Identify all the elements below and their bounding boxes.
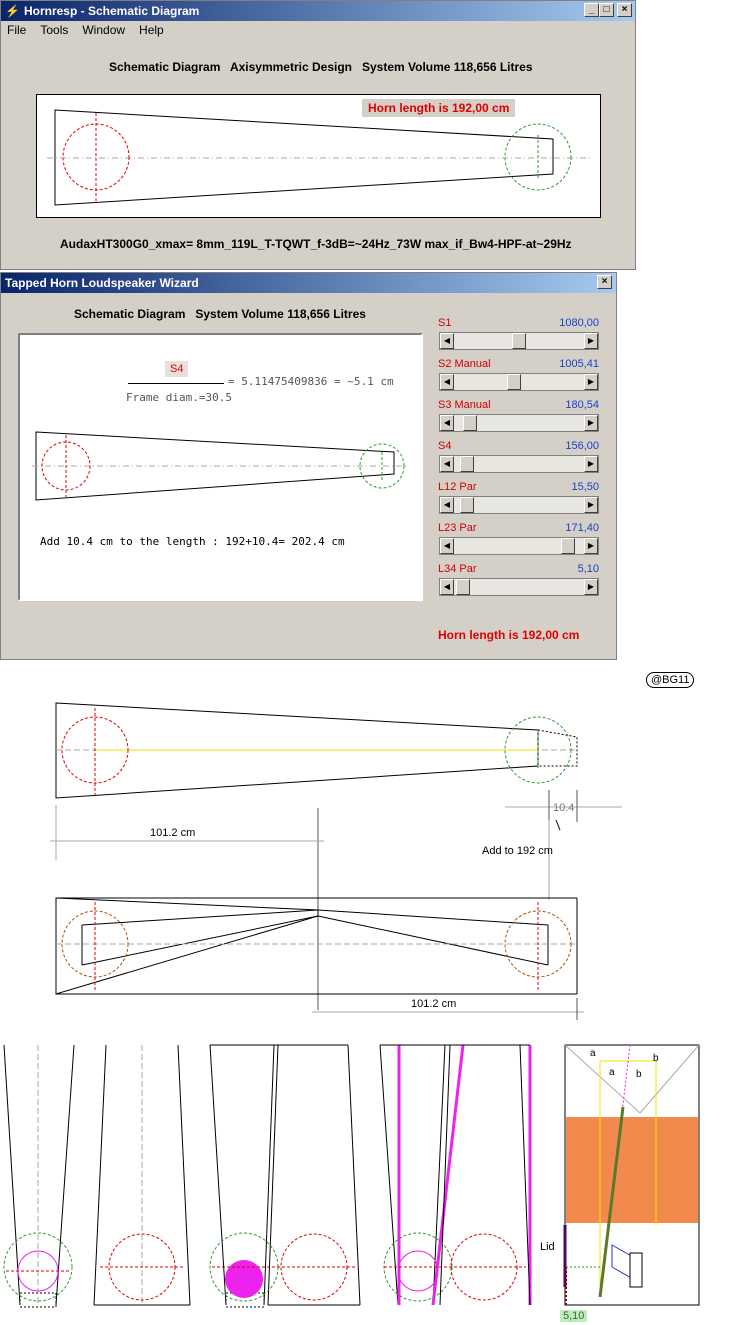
wizard-canvas: S4 = 5.11475409836 = ~5.1 cm Frame diam.… (18, 333, 423, 601)
slider-left-arrow-icon[interactable]: ◀ (440, 538, 454, 554)
label-a2: a (609, 1067, 615, 1078)
slider-l34[interactable]: ◀▶ (439, 578, 599, 596)
slider-right-arrow-icon[interactable]: ▶ (584, 415, 598, 431)
slider-right-arrow-icon[interactable]: ▶ (584, 374, 598, 390)
author-badge: @BG11 (646, 672, 695, 688)
slider-left-arrow-icon[interactable]: ◀ (440, 497, 454, 513)
dim-top-label: 101.2 cm (150, 827, 195, 839)
wizard-header: Schematic Diagram System Volume 118,656 … (74, 307, 366, 321)
slider-thumb[interactable] (507, 374, 521, 390)
slider-s3[interactable]: ◀▶ (439, 414, 599, 432)
slider-left-arrow-icon[interactable]: ◀ (440, 415, 454, 431)
fraction-line (128, 383, 224, 384)
diagram-canvas: Horn length is 192,00 cm (36, 94, 601, 218)
close-button[interactable]: × (617, 3, 632, 17)
slider-right-arrow-icon[interactable]: ▶ (584, 333, 598, 349)
menu-window[interactable]: Window (82, 23, 126, 37)
slider-value-l23: 171,40 (565, 522, 599, 534)
dim-bottom-label: 101.2 cm (411, 998, 456, 1010)
slider-thumb[interactable] (512, 333, 526, 349)
window-title: Hornresp - Schematic Diagram (23, 4, 200, 18)
slider-thumb[interactable] (561, 538, 575, 554)
slider-label-s4: S4 (438, 440, 452, 452)
slider-s4[interactable]: ◀▶ (439, 455, 599, 473)
slider-right-arrow-icon[interactable]: ▶ (584, 456, 598, 472)
add-note-text: Add 10.4 cm to the length : 192+10.4= 20… (40, 535, 345, 548)
formula-text: = 5.11475409836 = ~5.1 cm (228, 375, 394, 388)
wizard-close-button[interactable]: × (597, 275, 612, 289)
slider-value-s3: 180,54 (565, 399, 599, 411)
slider-thumb[interactable] (456, 579, 470, 595)
slider-s2[interactable]: ◀▶ (439, 373, 599, 391)
wizard-horn-length: Horn length is 192,00 cm (438, 628, 580, 642)
lid-label: Lid (540, 1241, 555, 1253)
slider-label-s2: S2 Manual (438, 358, 491, 370)
slider-label-l23: L23 Par (438, 522, 477, 534)
slider-l23[interactable]: ◀▶ (439, 537, 599, 555)
add-to-label: Add to 192 cm (482, 845, 553, 857)
slider-left-arrow-icon[interactable]: ◀ (440, 374, 454, 390)
slider-thumb[interactable] (463, 415, 477, 431)
slider-label-s3: S3 Manual (438, 399, 491, 411)
model-footer: AudaxHT300G0_xmax= 8mm_119L_T-TQWT_f-3dB… (60, 237, 572, 251)
horn-diagram (47, 109, 590, 206)
slider-value-l12: 15,50 (571, 481, 599, 493)
horn-length-badge: Horn length is 192,00 cm (362, 99, 516, 117)
menu-bar: File Tools Window Help (1, 21, 635, 39)
slider-label-l12: L12 Par (438, 481, 477, 493)
wizard-window: Tapped Horn Loudspeaker Wizard × Schemat… (0, 272, 617, 660)
slider-thumb[interactable] (460, 456, 474, 472)
label-b1: b (653, 1053, 659, 1064)
annotation-drawing: 101.2 cm 10.4 Add to 192 cm 101.2 cm (50, 702, 622, 1020)
slider-value-s4: 156,00 (565, 440, 599, 452)
minimize-button[interactable]: _ (584, 3, 599, 17)
menu-file[interactable]: File (7, 23, 27, 37)
menu-tools[interactable]: Tools (40, 23, 69, 37)
slider-right-arrow-icon[interactable]: ▶ (584, 579, 598, 595)
dim-10-4-label: 10.4 (553, 802, 574, 814)
slider-value-s2: 1005,41 (559, 358, 599, 370)
slider-right-arrow-icon[interactable]: ▶ (584, 538, 598, 554)
slider-right-arrow-icon[interactable]: ▶ (584, 497, 598, 513)
slider-value-s1: 1080,00 (559, 317, 599, 329)
frame-diam-text: Frame diam.=30.5 (126, 391, 232, 404)
slider-s1[interactable]: ◀▶ (439, 332, 599, 350)
diagram-header: Schematic Diagram Axisymmetric Design Sy… (109, 60, 533, 74)
slider-left-arrow-icon[interactable]: ◀ (440, 456, 454, 472)
lightning-icon: ⚡ (5, 4, 20, 18)
slider-label-s1: S1 (438, 317, 452, 329)
bottom-value-badge: 5,10 (560, 1310, 588, 1322)
label-a1: a (590, 1048, 596, 1059)
menu-help[interactable]: Help (139, 23, 164, 37)
s4-badge: S4 (165, 361, 189, 377)
bottom-sketches: a a b b Lid (3, 1044, 700, 1308)
wizard-titlebar[interactable]: Tapped Horn Loudspeaker Wizard × (1, 273, 616, 293)
label-b2: b (636, 1069, 642, 1080)
schematic-window: ⚡ Hornresp - Schematic Diagram _ □ × Fil… (0, 0, 636, 270)
maximize-button[interactable]: □ (599, 3, 614, 17)
slider-l12[interactable]: ◀▶ (439, 496, 599, 514)
slider-left-arrow-icon[interactable]: ◀ (440, 333, 454, 349)
slider-thumb[interactable] (460, 497, 474, 513)
wizard-horn-diagram (32, 431, 408, 501)
slider-label-l34: L34 Par (438, 563, 477, 575)
slider-left-arrow-icon[interactable]: ◀ (440, 579, 454, 595)
slider-value-l34: 5,10 (577, 563, 599, 575)
window-titlebar[interactable]: ⚡ Hornresp - Schematic Diagram _ □ × (1, 1, 635, 21)
wizard-title: Tapped Horn Loudspeaker Wizard (5, 276, 199, 290)
